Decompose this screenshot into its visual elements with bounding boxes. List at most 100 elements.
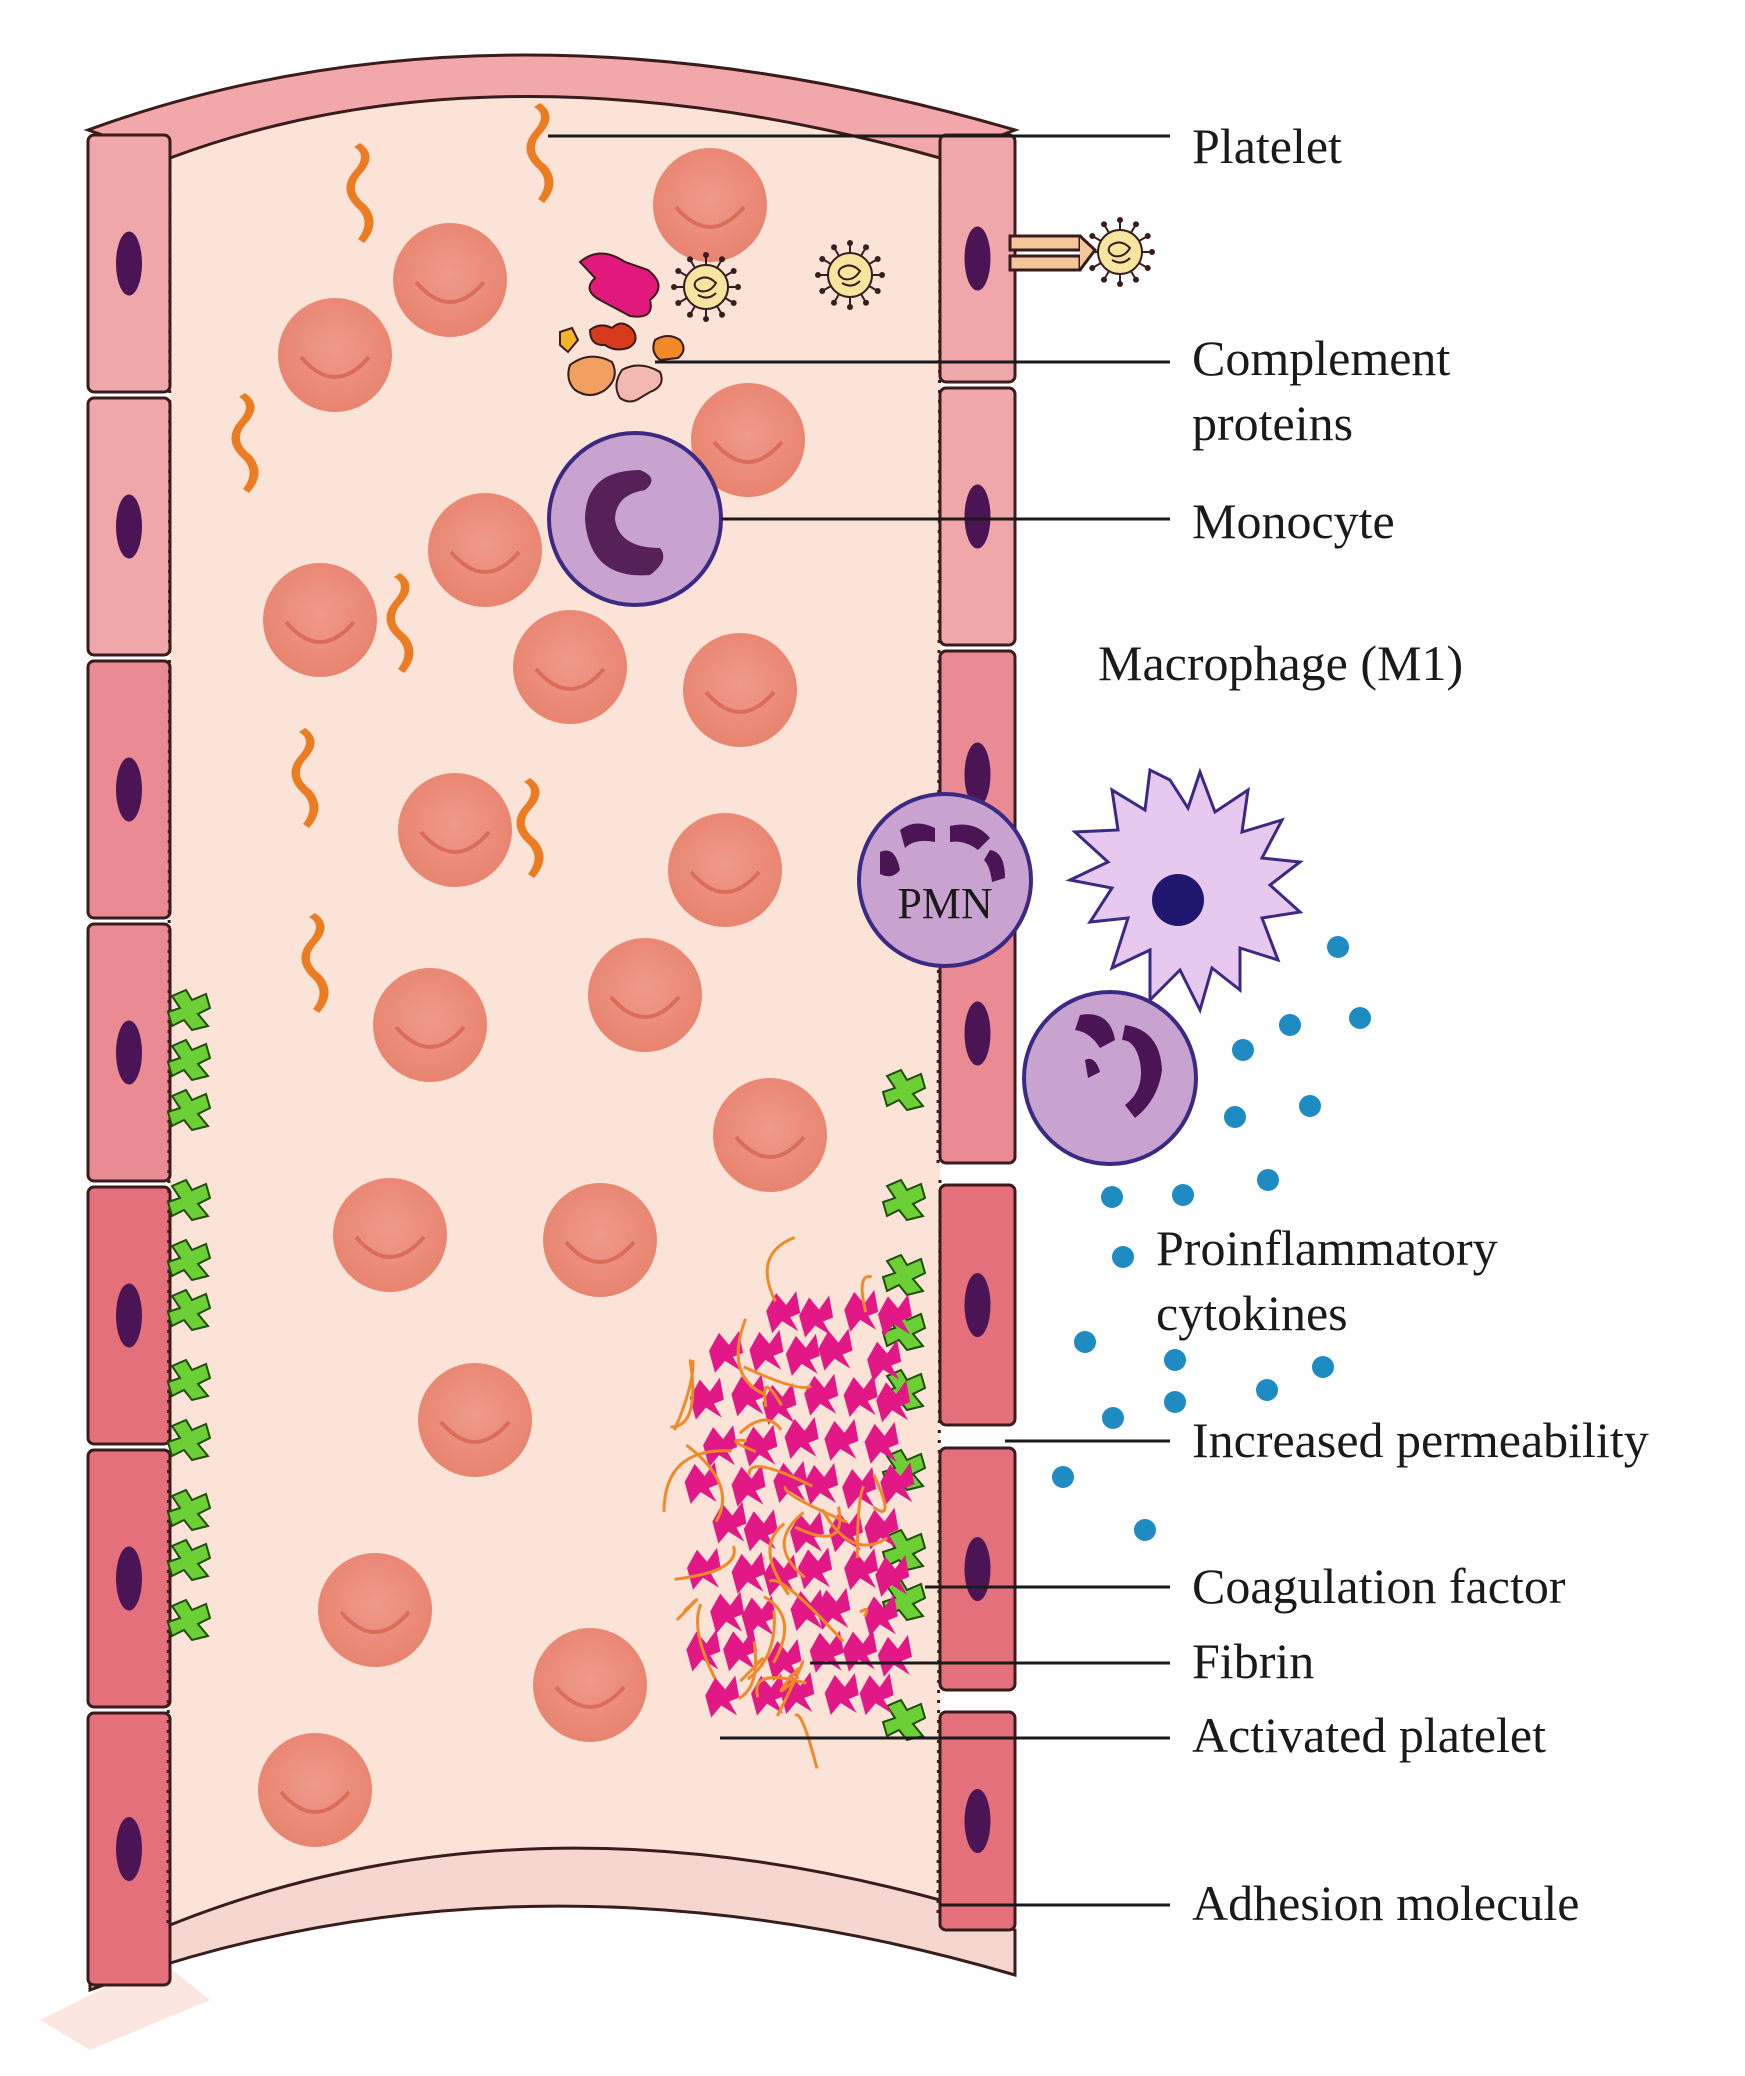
cytokine-icon xyxy=(1112,1246,1134,1268)
activated-platelet-icon xyxy=(818,1328,853,1371)
label-fibrin: Fibrin xyxy=(1192,1633,1314,1689)
endothelial-nucleus xyxy=(116,494,142,559)
fibrin-clot xyxy=(662,1236,915,1769)
red-blood-cells xyxy=(258,148,827,1847)
activated-platelet-icon xyxy=(710,1591,745,1634)
coagulation-factor-icon xyxy=(881,1178,927,1222)
platelet-icon xyxy=(386,573,414,673)
fibrin-mesh-icon xyxy=(662,1236,889,1769)
cytokine-icon xyxy=(1074,1331,1096,1353)
activated-platelet-icon xyxy=(703,1425,738,1468)
activated-platelet-icon xyxy=(798,1547,833,1590)
coagulation-factor-icon xyxy=(881,1698,927,1742)
red-blood-cell-icon xyxy=(513,610,627,724)
cytokine-icon xyxy=(1327,936,1349,958)
endothelial-nucleus xyxy=(116,1546,142,1611)
pmn-neutrophil: PMN xyxy=(857,792,1033,968)
label-cytokines-line1: Proinflammatory xyxy=(1156,1220,1498,1276)
red-blood-cell-icon xyxy=(398,773,512,887)
activated-platelet-icon xyxy=(731,1374,766,1417)
labels: Platelet Complement proteins Monocyte Ma… xyxy=(1098,118,1649,1931)
coagulation-factor-icon xyxy=(166,1598,212,1642)
activated-platelet-icon xyxy=(876,1380,911,1423)
red-blood-cell-icon xyxy=(543,1183,657,1297)
endothelial-nucleus xyxy=(116,1283,142,1348)
cytokine-icon xyxy=(1164,1349,1186,1371)
cytokine-icon xyxy=(1101,1186,1123,1208)
activated-platelet-icon xyxy=(880,1462,915,1505)
cytokine-icon xyxy=(1224,1106,1246,1128)
activated-platelet-icon xyxy=(784,1416,819,1459)
activated-platelet-icon xyxy=(864,1507,899,1550)
activated-platelet-icon xyxy=(790,1589,825,1632)
activated-platelet-icon xyxy=(708,1330,743,1373)
right-basement-membrane-upper xyxy=(936,149,942,1171)
cytokine-icon xyxy=(1102,1407,1124,1429)
platelets xyxy=(231,103,554,1013)
activated-platelet-icon xyxy=(743,1509,778,1552)
activated-platelet-icon xyxy=(705,1675,740,1718)
label-platelet: Platelet xyxy=(1192,118,1342,174)
activated-platelet-icon xyxy=(844,1548,879,1591)
cytokine-icon xyxy=(1134,1519,1156,1541)
label-activated-platelet: Activated platelet xyxy=(1192,1707,1546,1763)
complement-icon xyxy=(559,252,685,403)
platelet-icon xyxy=(516,778,544,878)
cytokine-icon xyxy=(1052,1466,1074,1488)
red-blood-cell-icon xyxy=(373,968,487,1082)
cytokine-icon xyxy=(1164,1391,1186,1413)
red-blood-cell-icon xyxy=(668,813,782,927)
activated-platelet-icon xyxy=(859,1673,894,1716)
label-permeability: Increased permeability xyxy=(1192,1412,1649,1468)
activated-platelet-icon xyxy=(843,1374,878,1417)
coagulation-factor-icon xyxy=(166,1178,212,1222)
activated-platelet-icon xyxy=(875,1554,910,1597)
activated-platelet-icon xyxy=(844,1289,879,1332)
activated-platelets xyxy=(684,1289,915,1718)
cytokine-icon xyxy=(1172,1184,1194,1206)
activated-platelet-icon xyxy=(867,1339,902,1382)
endothelial-nucleus xyxy=(116,1020,142,1085)
endothelial-nucleus xyxy=(116,1817,142,1881)
migrating-monocyte xyxy=(1022,990,1198,1166)
activated-platelet-icon xyxy=(743,1424,778,1467)
activated-platelet-icon xyxy=(816,1587,851,1630)
activated-platelet-icon xyxy=(684,1461,719,1504)
endothelial-nucleus xyxy=(116,757,142,822)
red-blood-cell-icon xyxy=(263,563,377,677)
activated-platelet-icon xyxy=(824,1673,859,1716)
platelet-icon xyxy=(291,728,319,828)
activated-platelet-icon xyxy=(842,1629,877,1672)
vessel-lumen xyxy=(170,86,940,1926)
macrophage-nucleus xyxy=(1152,874,1204,926)
virus-icon xyxy=(671,252,741,322)
receptor-icon xyxy=(1008,234,1098,272)
monocyte-nucleus xyxy=(585,470,664,576)
cytokine-icon xyxy=(1349,1007,1371,1029)
coagulation-factor-icon xyxy=(166,1088,212,1132)
red-blood-cell-icon xyxy=(318,1553,432,1667)
activated-platelet-icon xyxy=(799,1295,834,1338)
activated-platelet-icon xyxy=(689,1377,724,1420)
activated-platelet-icon xyxy=(842,1467,877,1510)
cytokine-icon xyxy=(1299,1095,1321,1117)
virus-icon xyxy=(1085,217,1155,287)
activated-platelet-icon xyxy=(804,1373,839,1416)
red-blood-cell-icon xyxy=(691,383,805,497)
red-blood-cell-icon xyxy=(533,1628,647,1742)
activated-platelet-icon xyxy=(741,1595,776,1638)
red-blood-cell-icon xyxy=(333,1178,447,1292)
endothelial-nucleus xyxy=(964,742,991,807)
cytokine-icon xyxy=(1256,1379,1278,1401)
red-blood-cell-icon xyxy=(428,493,542,607)
red-blood-cell-icon xyxy=(588,938,702,1052)
red-blood-cell-icon xyxy=(683,633,797,747)
activated-platelet-icon xyxy=(824,1418,859,1461)
activated-platelet-icon xyxy=(804,1462,839,1505)
platelet-icon xyxy=(346,143,374,243)
activated-platelet-icon xyxy=(785,1333,820,1376)
label-cytokines-line2: cytokines xyxy=(1156,1285,1348,1341)
red-blood-cell-icon xyxy=(393,223,507,337)
